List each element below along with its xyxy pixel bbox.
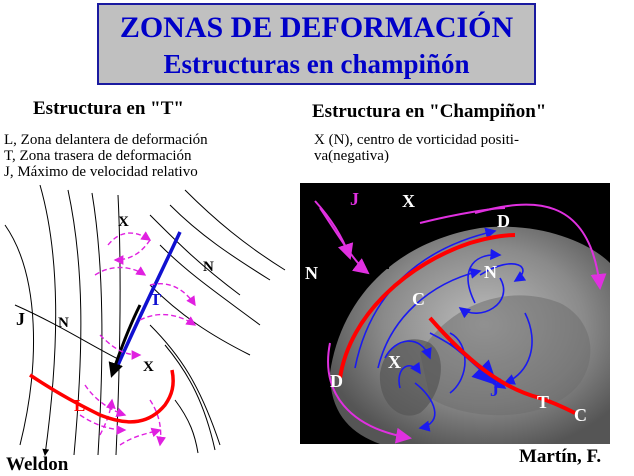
label-x-inner: X bbox=[388, 352, 401, 372]
mushroom-structure-diagram: J X D N L N C X D J T C bbox=[300, 183, 610, 444]
label-x-low: X bbox=[143, 359, 154, 375]
label-j: J bbox=[16, 309, 25, 329]
legend-item-l: L, Zona delantera de deformación bbox=[4, 132, 208, 148]
label-n-left-r: N bbox=[305, 263, 318, 283]
jet-arrows bbox=[314, 200, 607, 444]
label-j-bottom: J bbox=[490, 380, 499, 400]
relative-jet-axis bbox=[108, 304, 142, 378]
streamlines bbox=[4, 185, 286, 456]
deformation-arrows bbox=[79, 231, 197, 447]
right-credit: Martín, F. bbox=[519, 446, 602, 467]
legend-item-j: J, Máximo de velocidad relativo bbox=[4, 164, 198, 180]
label-d-top: D bbox=[497, 211, 510, 231]
left-legend: L, Zona delantera de deformación T, Zona… bbox=[4, 132, 208, 180]
label-n-left: N bbox=[58, 315, 69, 331]
label-l: L bbox=[74, 396, 85, 415]
main-title: ZONAS DE DEFORMACIÓN bbox=[119, 11, 514, 44]
legend-item-x-n-cont: va(negativa) bbox=[314, 148, 389, 164]
legend-item-t: T, Zona trasera de deformación bbox=[4, 148, 192, 164]
label-x: X bbox=[118, 214, 129, 230]
red-deformation-line bbox=[338, 233, 576, 415]
left-panel-heading: Estructura en "T" bbox=[33, 98, 184, 119]
subtitle: Estructuras en champiñón bbox=[163, 49, 470, 79]
label-c-left: C bbox=[412, 289, 425, 309]
trailing-deformation-zone bbox=[116, 231, 182, 366]
leading-deformation-zone bbox=[29, 369, 175, 424]
label-x-top: X bbox=[402, 191, 415, 211]
label-n-inner: N bbox=[484, 262, 497, 282]
label-n-right: N bbox=[203, 259, 214, 275]
right-legend: X (N), centro de vorticidad positi- va(n… bbox=[314, 132, 519, 164]
label-j-top: J bbox=[350, 189, 359, 209]
t-structure-diagram: X N J N T X L bbox=[4, 185, 286, 456]
label-t: T bbox=[150, 290, 162, 309]
left-credit: Weldon bbox=[6, 454, 69, 475]
title-banner: ZONAS DE DEFORMACIÓN Estructuras en cham… bbox=[97, 3, 536, 85]
label-c-right: C bbox=[574, 405, 587, 425]
legend-item-x-n: X (N), centro de vorticidad positi- bbox=[314, 132, 519, 148]
label-d-bottom: D bbox=[330, 371, 343, 391]
label-l-r: L bbox=[378, 253, 390, 273]
right-panel-heading: Estructura en "Champiñon" bbox=[312, 101, 547, 122]
label-t-r: T bbox=[537, 392, 549, 412]
